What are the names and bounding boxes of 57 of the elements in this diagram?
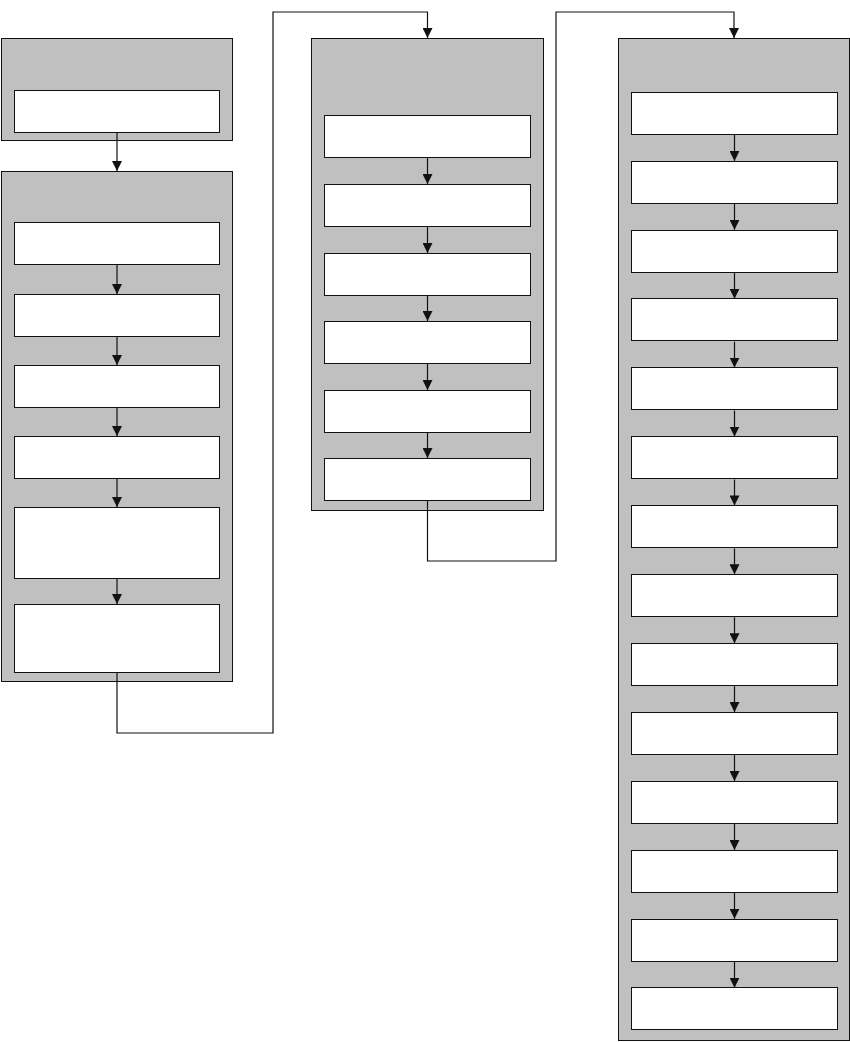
arrow	[729, 961, 740, 989]
process-box	[630, 160, 838, 204]
process-box	[13, 603, 220, 673]
arrow	[422, 295, 433, 322]
arrow	[729, 410, 740, 438]
arrow	[112, 132, 122, 172]
arrow	[422, 363, 433, 391]
group-panel	[1, 38, 233, 141]
arrow	[729, 823, 740, 851]
process-box	[323, 457, 531, 501]
arrow	[729, 203, 740, 231]
process-box	[630, 298, 838, 342]
arrow	[112, 578, 122, 605]
arrow	[116, 11, 433, 734]
process-box	[630, 780, 838, 824]
process-box	[13, 506, 220, 579]
process-box	[630, 987, 838, 1031]
process-box	[323, 183, 531, 227]
arrow	[729, 685, 740, 713]
arrow	[112, 407, 122, 437]
arrow	[112, 264, 122, 295]
process-box	[630, 367, 838, 411]
arrow	[729, 134, 740, 162]
arrow	[422, 226, 433, 254]
process-box	[13, 293, 220, 337]
process-box	[630, 849, 838, 893]
process-box	[323, 320, 531, 364]
process-box	[323, 389, 531, 433]
process-box	[630, 918, 838, 962]
group-panel	[618, 38, 850, 1041]
group-panel	[1, 171, 233, 682]
arrow	[112, 336, 122, 366]
arrow	[112, 478, 122, 508]
process-box	[630, 229, 838, 273]
arrow	[729, 892, 740, 920]
arrow	[422, 157, 433, 185]
arrow	[729, 616, 740, 644]
process-box	[323, 252, 531, 296]
arrow	[729, 341, 740, 369]
process-box	[13, 435, 220, 479]
process-box	[13, 364, 220, 408]
process-box	[630, 436, 838, 480]
arrow	[729, 754, 740, 782]
arrow	[426, 11, 739, 562]
process-box	[630, 711, 838, 755]
process-box	[323, 114, 531, 158]
arrow	[729, 478, 740, 506]
arrow	[422, 432, 433, 459]
process-box	[630, 574, 838, 617]
process-box	[630, 505, 838, 549]
process-box	[13, 221, 220, 265]
arrow	[729, 272, 740, 300]
process-box	[630, 91, 838, 135]
process-box	[13, 89, 220, 133]
process-box	[630, 642, 838, 686]
group-panel	[311, 38, 544, 511]
arrow	[729, 547, 740, 575]
